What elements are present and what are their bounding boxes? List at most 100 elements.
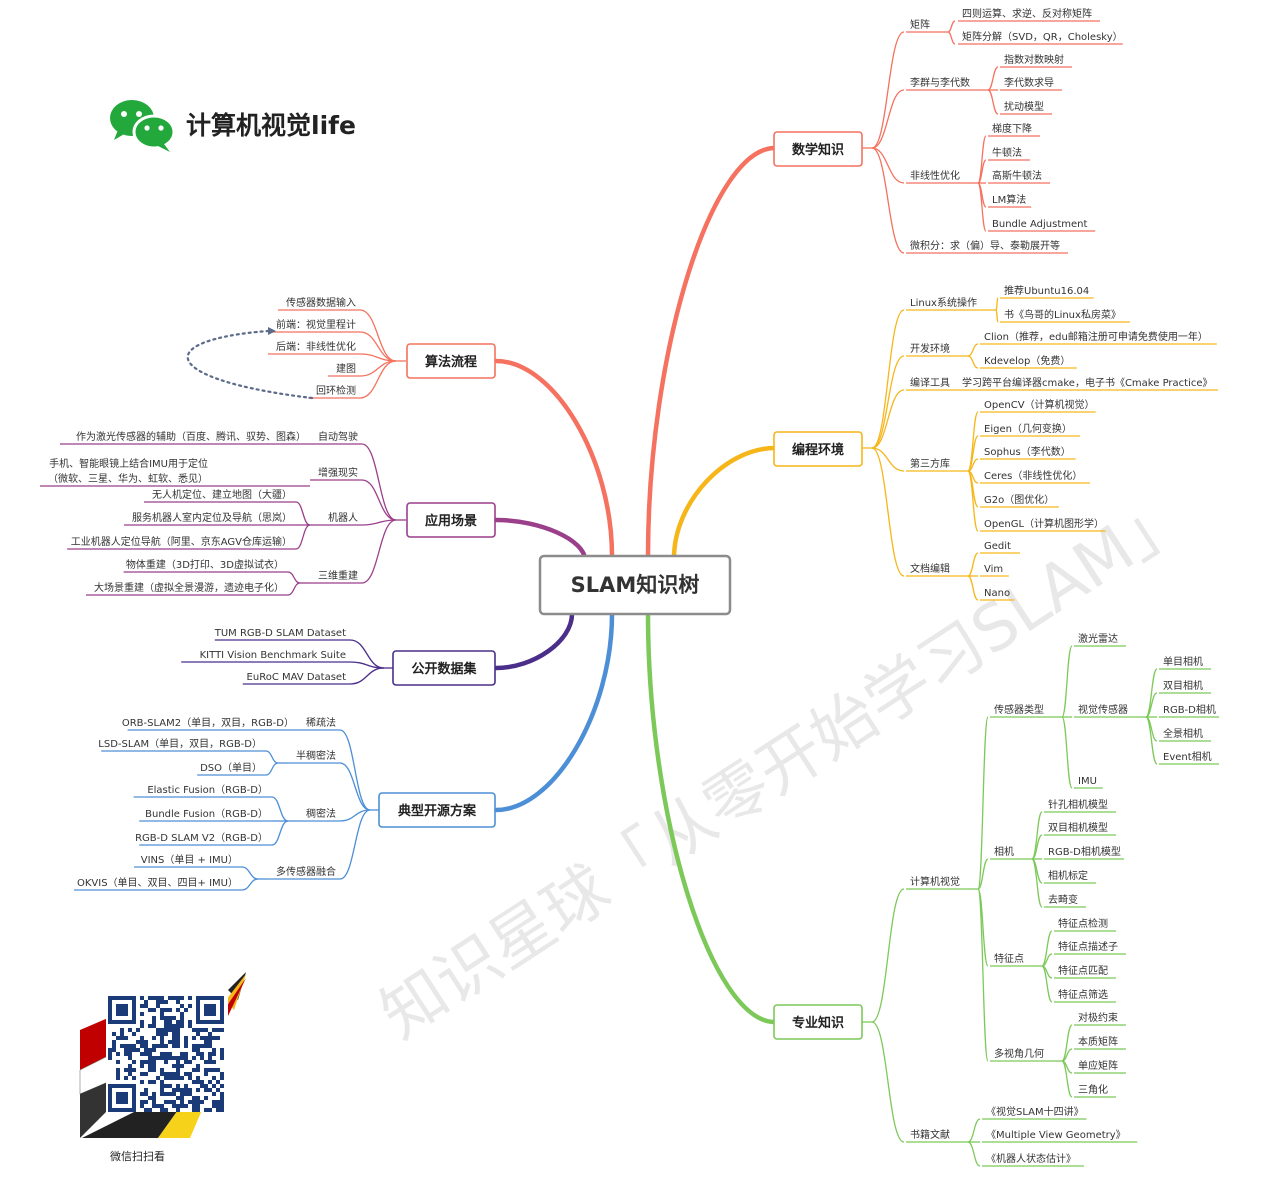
category-math[interactable] (773, 131, 863, 167)
leaf: 单目相机 (1163, 655, 1203, 668)
leaf: 梯度下降 (992, 122, 1032, 135)
category-open-label: 典型开源方案 (398, 803, 477, 819)
leaf: 传感器数据输入 (286, 296, 356, 309)
leaf: RGB-D SLAM V2（RGB-D） (135, 832, 268, 844)
node-autodrive: 自动驾驶 (318, 430, 358, 443)
leaf: 物体重建（3D打印、3D虚拟试衣） (126, 558, 284, 571)
leaf: 去畸变 (1048, 893, 1078, 906)
leaf: OpenGL（计算机图形学） (984, 517, 1104, 530)
scan-caption: 微信扫扫看 (110, 1150, 165, 1163)
leaf: 无人机定位、建立地图（大疆） (152, 488, 292, 501)
leaf: 学习跨平台编译器cmake，电子书《Cmake Practice》 (962, 376, 1213, 389)
category-math-label: 数学知识 (792, 142, 844, 158)
leaf: 对极约束 (1078, 1011, 1118, 1024)
leaf: OKVIS（单目、双目、四目+ IMU） (77, 877, 238, 889)
leaf: Ceres（非线性优化） (984, 469, 1082, 482)
category-env[interactable] (773, 431, 863, 467)
leaf: Eigen（几何变换） (984, 422, 1072, 435)
node-nonlinear: 非线性优化 (910, 169, 960, 182)
leaf: Gedit (984, 541, 1011, 552)
node-mvg: 多视角几何 (994, 1047, 1044, 1060)
leaf: Vim (984, 564, 1003, 575)
node-linux: Linux系统操作 (910, 296, 977, 309)
node-feature: 特征点 (994, 953, 1024, 965)
leaf: LM算法 (992, 193, 1026, 206)
nodes: 矩阵四则运算、求逆、反对称矩阵矩阵分解（SVD，QR，Cholesky）李群与李… (48, 7, 1216, 1165)
node-camera: 相机 (994, 845, 1014, 858)
category-env-label: 编程环境 (792, 442, 844, 458)
node-ar: 增强现实 (318, 466, 358, 479)
connectors (40, 20, 1219, 1167)
leaf: 回环检测 (316, 384, 356, 397)
leaf: 本质矩阵 (1078, 1035, 1118, 1048)
leaf: 《机器人状态估计》 (986, 1152, 1076, 1165)
leaf: 作为激光传感器的辅助（百度、腾讯、驭势、图森） (76, 430, 306, 443)
node-calculus: 微积分：求（偏）导、泰勒展开等 (910, 239, 1060, 252)
qr-code-icon (79, 972, 246, 1138)
category-data-label: 公开数据集 (411, 661, 477, 677)
category-pro[interactable] (773, 1004, 863, 1040)
leaf: Clion（推荐，edu邮箱注册可申请免费使用一年） (984, 330, 1208, 343)
node-cv: 计算机视觉 (910, 875, 960, 888)
leaf: 大场景重建（虚拟全景漫游，遗迹电子化） (94, 581, 284, 594)
node-sparse: 稀疏法 (306, 716, 336, 729)
leaf: 激光雷达 (1078, 632, 1118, 645)
node-build: 编译工具 (910, 376, 950, 389)
category-open[interactable] (378, 792, 496, 828)
root-node[interactable] (538, 554, 732, 616)
leaf: TUM RGB-D SLAM Dataset (214, 628, 346, 639)
leaf: 全景相机 (1163, 727, 1203, 740)
leaf: 牛顿法 (992, 146, 1022, 159)
leaf: 前端：视觉里程计 (276, 318, 356, 331)
node-matrix: 矩阵 (910, 18, 930, 31)
node-editor: 文档编辑 (910, 562, 950, 575)
node-dense: 稠密法 (306, 807, 336, 820)
leaf: Sophus（李代数） (984, 445, 1071, 458)
leaf: 双目相机模型 (1048, 821, 1108, 834)
leaf: VINS（单目 + IMU） (141, 854, 238, 866)
category-data[interactable] (392, 650, 496, 686)
leaf: KITTI Vision Benchmark Suite (200, 650, 346, 661)
category-app-label: 应用场景 (425, 513, 477, 529)
leaf: RGB-D相机模型 (1048, 845, 1121, 858)
leaf: 特征点匹配 (1058, 965, 1108, 977)
leaf: 扰动模型 (1004, 100, 1044, 113)
leaf: Bundle Adjustment (992, 219, 1087, 230)
leaf: 特征点筛选 (1058, 988, 1108, 1001)
leaf: 书《鸟哥的Linux私房菜》 (1004, 308, 1121, 321)
leaf: 特征点检测 (1058, 917, 1108, 930)
leaf: 李代数求导 (1004, 76, 1054, 89)
node-dev: 开发环境 (910, 342, 950, 355)
category-pro-label: 专业知识 (792, 1015, 844, 1031)
wechat-logo-icon (110, 100, 176, 152)
leaf: 推荐Ubuntu16.04 (1004, 284, 1089, 297)
leaf: Kdevelop（免费） (984, 354, 1070, 367)
node-fusion: 多传感器融合 (276, 865, 336, 878)
leaf: 服务机器人室内定位及导航（思岚） (132, 511, 292, 524)
leaf: G2o（图优化） (984, 493, 1054, 506)
leaf: 建图 (336, 362, 356, 375)
leaf: LSD-SLAM（单目，双目，RGB-D） (98, 738, 262, 750)
leaf: 特征点描述子 (1058, 940, 1118, 953)
node-sensor: 传感器类型 (994, 703, 1044, 716)
leaf: OpenCV（计算机视觉） (984, 398, 1095, 411)
category-algo[interactable] (406, 343, 496, 379)
leaf: IMU (1078, 776, 1097, 787)
leaf: 手机、智能眼镜上结合IMU用于定位 (49, 457, 208, 470)
leaf: 三角化 (1078, 1083, 1108, 1096)
node-3rdparty: 第三方库 (910, 457, 950, 470)
leaf: 后端：非线性优化 (276, 340, 356, 353)
leaf: 高斯牛顿法 (992, 169, 1042, 182)
leaf: 四则运算、求逆、反对称矩阵 (962, 7, 1092, 20)
leaf: （微软、三星、华为、虹软、悉见） (48, 472, 208, 485)
leaf: 指数对数映射 (1004, 53, 1064, 66)
node-recon: 三维重建 (318, 569, 358, 582)
node-robot: 机器人 (328, 511, 358, 524)
leaf: DSO（单目） (200, 762, 262, 774)
leaf: 《视觉SLAM十四讲》 (986, 1105, 1084, 1118)
category-app[interactable] (406, 502, 496, 538)
leaf: Bundle Fusion（RGB-D） (145, 808, 268, 820)
node-books: 书籍文献 (910, 1128, 950, 1141)
leaf: 工业机器人定位导航（阿里、京东AGV仓库运输） (71, 535, 292, 548)
brand-title: 计算机视觉life (186, 111, 356, 140)
